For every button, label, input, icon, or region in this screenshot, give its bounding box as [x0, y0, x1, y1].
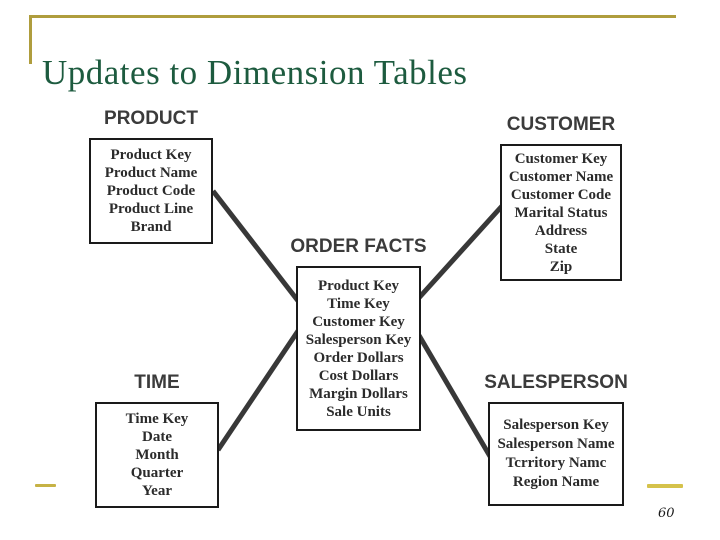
customer-table-box: Customer Key Customer Name Customer Code… — [500, 144, 622, 281]
product-table-title: PRODUCT — [104, 108, 198, 129]
field-customer-code: Customer Code — [510, 186, 612, 203]
salesperson-table-title: SALESPERSON — [484, 372, 628, 393]
field-salesperson-key-fk: Salesperson Key — [305, 331, 412, 348]
field-date: Date — [142, 429, 172, 445]
time-dimension-table: TIME Time Key Date Month Quarter Year — [95, 372, 219, 508]
salesperson-dimension-table: SALESPERSON Salesperson Key Salesperson … — [484, 372, 628, 506]
slide-title: Updates to Dimension Tables — [42, 53, 468, 93]
field-salesperson-name: Salesperson Name — [497, 436, 615, 452]
field-product-name: Product Name — [104, 165, 198, 181]
field-product-key-fk: Product Key — [318, 277, 399, 294]
order-facts-table: ORDER FACTS Product Key Time Key Custome… — [290, 236, 427, 431]
time-table-title: TIME — [134, 372, 180, 393]
top-accent-rule — [29, 15, 676, 18]
field-address: Address — [534, 222, 588, 239]
field-product-line: Product Line — [108, 201, 194, 217]
customer-dimension-table: CUSTOMER Customer Key Customer Name Cust… — [500, 114, 622, 281]
product-table-box: Product Key Product Name Product Code Pr… — [89, 138, 213, 244]
page-number: 60 — [658, 506, 675, 521]
field-product-code: Product Code — [106, 183, 196, 199]
time-table-box: Time Key Date Month Quarter Year — [95, 402, 219, 508]
footer-left-dash — [35, 484, 56, 487]
field-marital-status: Marital Status — [514, 204, 608, 221]
connector-salesperson-orderfacts — [414, 330, 494, 460]
connector-customer-orderfacts — [415, 204, 504, 302]
field-zip: Zip — [549, 258, 573, 275]
field-territory-name: Tcrritory Namc — [505, 455, 607, 471]
field-brand: Brand — [130, 219, 172, 235]
connector-time-orderfacts — [215, 323, 305, 452]
field-month: Month — [135, 447, 179, 463]
field-sale-units: Sale Units — [326, 403, 391, 420]
field-customer-key: Customer Key — [514, 150, 608, 167]
field-salesperson-key: Salesperson Key — [503, 417, 609, 433]
customer-table-title: CUSTOMER — [506, 114, 616, 135]
field-region-name: Region Name — [512, 474, 600, 490]
field-year: Year — [142, 483, 172, 499]
field-customer-key-fk: Customer Key — [312, 313, 405, 330]
salesperson-table-box: Salesperson Key Salesperson Name Tcrrito… — [488, 402, 624, 506]
field-time-key: Time Key — [125, 411, 189, 427]
field-product-key: Product Key — [110, 147, 192, 163]
field-time-key-fk: Time Key — [327, 295, 390, 312]
field-margin-dollars: Margin Dollars — [309, 385, 408, 402]
order-facts-title: ORDER FACTS — [290, 236, 427, 257]
field-customer-name: Customer Name — [508, 168, 614, 185]
order-facts-box: Product Key Time Key Customer Key Salesp… — [296, 266, 421, 431]
field-cost-dollars: Cost Dollars — [318, 367, 399, 384]
field-order-dollars: Order Dollars — [313, 349, 404, 366]
product-dimension-table: PRODUCT Product Key Product Name Product… — [89, 108, 213, 244]
field-quarter: Quarter — [130, 465, 184, 481]
connector-product-orderfacts — [211, 189, 304, 308]
left-accent-rule — [29, 15, 32, 64]
field-state: State — [544, 240, 578, 257]
footer-right-dash — [647, 484, 683, 488]
